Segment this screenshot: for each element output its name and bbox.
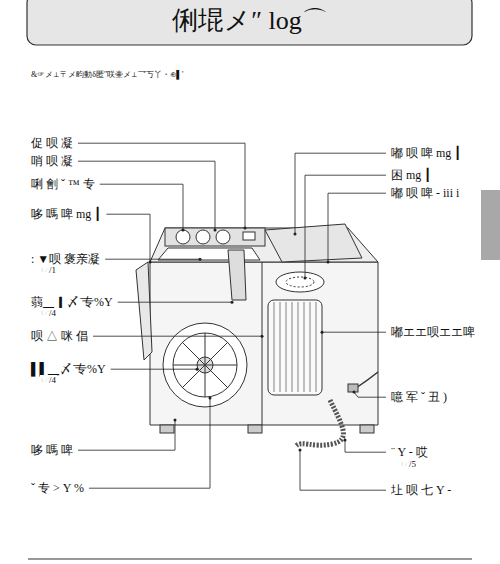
part-label: ☞/4 [40, 375, 57, 386]
leader-line [300, 450, 386, 490]
leader-dot [214, 229, 217, 232]
leader-line [111, 369, 197, 370]
part-label: 哨 呗 凝 [30, 154, 74, 168]
side-tab [481, 190, 500, 260]
part-label: ☞/4 [40, 308, 57, 319]
part-label: 嘟 呗 啤 - iii i [390, 186, 460, 200]
part-label: 困 mg ┃ [390, 168, 432, 182]
leader-dot [149, 261, 152, 264]
leader-line [118, 302, 232, 303]
leader-line [354, 392, 386, 397]
leader-line [305, 175, 386, 278]
part-label: 哆 嗎 啤 [30, 443, 74, 457]
washing-machine [136, 224, 378, 446]
part-label: 嘟 呗 啤 mg ┃ [390, 146, 462, 160]
part-label: 噫 军 ˇ 丑 ) [390, 390, 448, 404]
part-label: 嘟エエ呗エエ啤 [390, 325, 476, 339]
footer-rule [28, 558, 472, 559]
leader-dot [182, 229, 185, 232]
leader-dot [344, 439, 347, 442]
part-label: ☞/5 [400, 459, 417, 470]
leader-dot [244, 227, 247, 230]
leader-line [93, 336, 262, 337]
leader-dot [327, 261, 330, 264]
part-label: 促 呗 凝 [30, 136, 74, 150]
part-label: ☞/1 [40, 265, 57, 276]
part-label: ˇ 专 > Y % [30, 481, 85, 495]
title-panel [27, 0, 472, 45]
part-label: 哆 嗎 啤 mg ┃ [30, 207, 102, 221]
leader-dot [209, 397, 212, 400]
leader-dot [196, 368, 199, 371]
leader-dot [299, 449, 302, 452]
part-label: 圵 呗 七 Y - [390, 483, 452, 497]
leader-line [89, 398, 210, 488]
leader-lines [78, 143, 386, 490]
leader-line [105, 259, 200, 260]
leader-dot [261, 335, 264, 338]
leader-dot [199, 258, 202, 261]
leader-dot [231, 301, 234, 304]
leader-line [78, 143, 245, 228]
page-title: 俐堒メ″ log⌒ [171, 5, 329, 36]
leader-dot [174, 419, 177, 422]
part-label: 呗 △ 咪 倡 [30, 329, 89, 343]
leader-line [328, 193, 386, 262]
part-label: &☞メ⊥〒メ畇動δ匿″咲壷メ⊥乛丂丫・⊕▌' [30, 70, 184, 80]
leader-dot [294, 233, 297, 236]
part-label: ¨ Y - 哎 [390, 445, 429, 459]
leader-line [295, 153, 386, 234]
leader-line [106, 214, 150, 262]
leader-dot [353, 391, 356, 394]
leader-line [322, 332, 386, 333]
leader-line [78, 420, 175, 450]
part-label: 唎 劊 ˇ ™ 专 [30, 177, 96, 191]
leader-dot [304, 277, 307, 280]
leader-line [100, 184, 183, 230]
leader-line [345, 440, 386, 452]
leader-dot [321, 331, 324, 334]
